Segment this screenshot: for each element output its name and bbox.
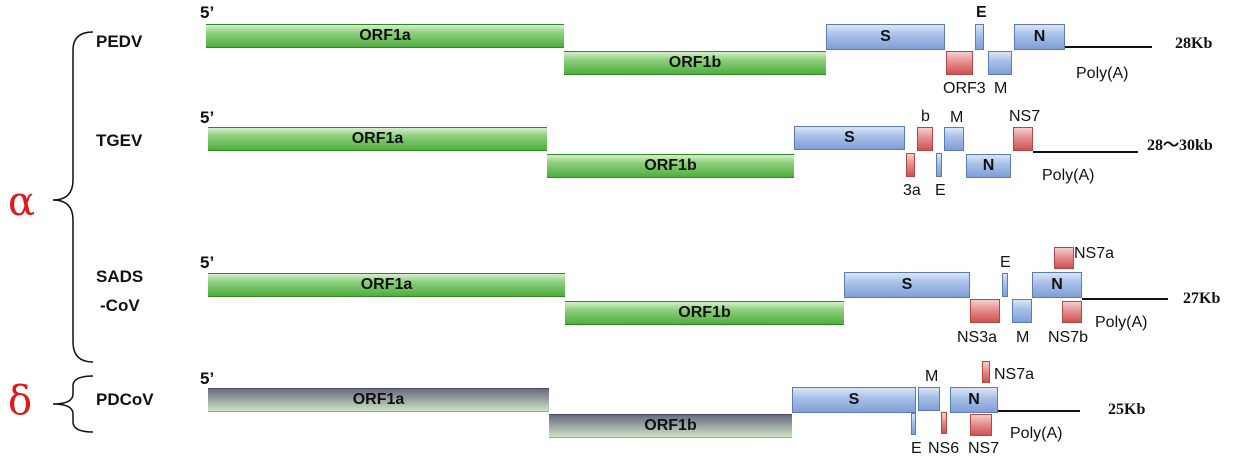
ns7-label: NS7	[968, 440, 1000, 457]
e-label: E	[935, 182, 946, 199]
alpha-bracket	[52, 31, 94, 363]
orf1a-bar: ORF1a	[208, 388, 549, 412]
e-gene	[975, 24, 984, 50]
ns7b-label: NS7b	[1048, 329, 1089, 346]
poly-a-tail	[998, 410, 1080, 412]
five-prime-label: 5’	[200, 108, 215, 127]
e-label: E	[976, 4, 987, 21]
five-prime-label: 5’	[200, 369, 215, 388]
ns7b-gene	[1062, 301, 1082, 323]
m-label: M	[994, 80, 1008, 97]
five-prime-label: 5’	[200, 253, 215, 272]
m-label: M	[925, 368, 939, 385]
n-gene: N	[1032, 272, 1082, 298]
orf3-gene	[946, 51, 973, 75]
orf1a-bar: ORF1a	[206, 24, 564, 48]
e-gene	[936, 153, 942, 177]
poly-a-label: Poly(A)	[1076, 65, 1129, 82]
ns7-gene	[1013, 127, 1033, 151]
orf1b-bar: ORF1b	[564, 51, 826, 75]
orf1b-bar: ORF1b	[565, 301, 844, 325]
s-gene: S	[794, 126, 905, 150]
five-prime-label: 5’	[200, 3, 215, 22]
alpha-group-label: α	[8, 179, 36, 225]
b-gene	[917, 127, 933, 151]
poly-a-tail	[1082, 298, 1168, 300]
orf1a-bar: ORF1a	[208, 127, 547, 151]
ns7a-label: NS7a	[994, 366, 1035, 383]
m-gene	[1012, 299, 1032, 323]
m-gene	[918, 387, 940, 411]
s-gene: S	[792, 387, 916, 413]
b-label: b	[921, 108, 930, 125]
poly-a-label: Poly(A)	[1010, 425, 1063, 442]
genome-size: 27Kb	[1183, 290, 1221, 307]
orf1b-bar: ORF1b	[549, 414, 792, 438]
poly-a-tail	[1065, 46, 1152, 48]
e-label: E	[1000, 254, 1011, 271]
delta-group-label: δ	[8, 378, 33, 424]
genome-size: 28～30kb	[1147, 137, 1213, 154]
n-gene: N	[1014, 24, 1065, 50]
virus-name-line1: SADS	[96, 267, 144, 286]
ns6-label: NS6	[928, 440, 960, 457]
e-gene	[911, 413, 916, 435]
m-label: M	[1016, 329, 1030, 346]
orf3-label: ORF3	[943, 80, 986, 97]
virus-name-line2: -CoV	[100, 296, 140, 315]
poly-a-tail	[1033, 151, 1138, 153]
ns6-gene	[941, 412, 947, 434]
s-gene: S	[826, 24, 945, 50]
ns7a-label: NS7a	[1074, 245, 1115, 262]
3a-gene	[906, 153, 915, 177]
poly-a-label: Poly(A)	[1042, 167, 1095, 184]
ns7-gene	[970, 414, 992, 436]
orf1b-bar: ORF1b	[547, 154, 794, 178]
m-gene	[944, 127, 964, 151]
ns7a-gene	[1054, 247, 1074, 269]
ns7-label: NS7	[1009, 108, 1041, 125]
delta-bracket	[52, 375, 94, 433]
n-gene: N	[966, 154, 1011, 178]
ns3a-label: NS3a	[957, 329, 998, 346]
3a-label: 3a	[903, 182, 921, 199]
m-label: M	[950, 109, 964, 126]
virus-name: TGEV	[96, 131, 143, 150]
ns3a-gene	[970, 299, 1000, 323]
virus-name: PEDV	[96, 32, 143, 51]
e-label: E	[911, 440, 922, 457]
orf1a-bar: ORF1a	[208, 273, 565, 297]
genome-size: 25Kb	[1108, 401, 1146, 418]
n-gene: N	[950, 387, 998, 413]
virus-name: PDCoV	[96, 390, 154, 409]
s-gene: S	[844, 272, 970, 298]
e-gene	[1002, 273, 1008, 297]
ns7a-gene	[982, 361, 990, 383]
poly-a-label: Poly(A)	[1095, 314, 1148, 331]
m-gene	[988, 51, 1012, 75]
genome-size: 28Kb	[1175, 35, 1213, 52]
